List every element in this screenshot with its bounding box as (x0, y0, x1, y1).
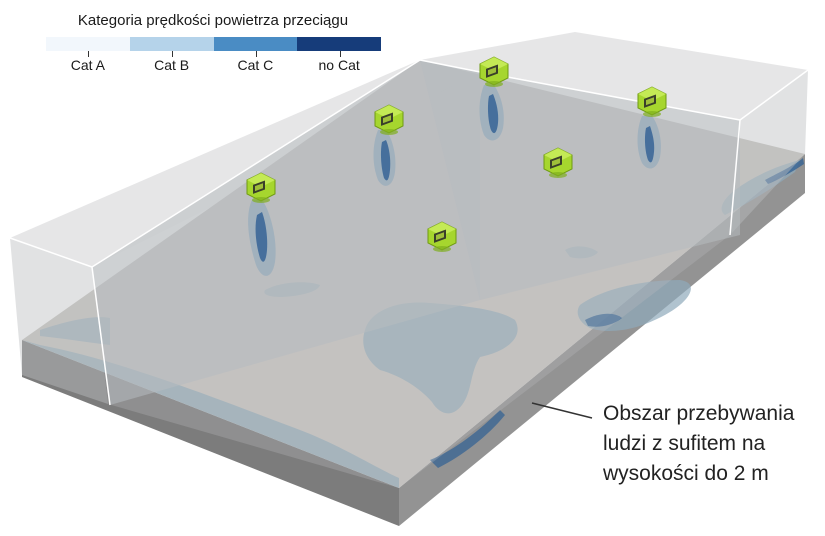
air-jet-plume (380, 140, 391, 181)
legend-label-cat-a: Cat A (70, 57, 105, 73)
legend-labels: Cat A Cat B Cat C no Cat (46, 57, 381, 73)
slab-front-side (399, 154, 805, 526)
glass-side-panel-left (10, 238, 108, 404)
edge-line (739, 69, 809, 121)
callout-line-2: ludzi z sufitem na (603, 432, 766, 455)
legend-tick (340, 51, 341, 57)
legend-tick (88, 51, 89, 57)
legend-swatch-cat-a (46, 37, 130, 51)
air-jet-plume (487, 94, 499, 134)
legend-title: Kategoria prędkości powietrza przeciągu (77, 12, 349, 29)
edge-line (419, 59, 481, 73)
callout-line-3: wysokości do 2 m (603, 462, 769, 485)
edge-line (479, 71, 741, 121)
floor-contour-cat-c (430, 410, 505, 468)
callout-line-1: Obszar przebywania (603, 402, 795, 425)
glass-side-panel-right (730, 70, 808, 235)
edge-line (9, 237, 93, 268)
floor-contour-cat-b (363, 302, 518, 414)
floor-contour-cat-c (765, 158, 804, 184)
occupied-zone-callout: Obszar przebywania ludzi z sufitem na wy… (603, 399, 823, 489)
wall-jet-plumes (248, 85, 661, 276)
legend-label-cat-b: Cat B (154, 57, 190, 73)
floor-contour-cat-b (40, 317, 110, 345)
edge-line (91, 266, 111, 406)
edge-line (91, 59, 421, 268)
legend-color-bar (46, 37, 381, 51)
legend-swatch-cat-c (213, 37, 298, 51)
legend-swatch-no-cat (297, 37, 381, 51)
legend-tick (256, 51, 257, 57)
air-jet-plume (255, 212, 268, 262)
legend-label-no-cat: no Cat (318, 57, 360, 73)
floor-contour-cat-c (585, 313, 622, 327)
callout-leader-line (531, 402, 593, 419)
edge-line (729, 119, 741, 236)
air-jet-plume (644, 126, 655, 163)
legend-label-cat-c: Cat C (237, 57, 274, 73)
enclosure-edges (9, 59, 809, 406)
legend-tick (172, 51, 173, 57)
glass-ceiling-right (420, 32, 808, 120)
legend-swatch-cat-b (129, 37, 214, 51)
